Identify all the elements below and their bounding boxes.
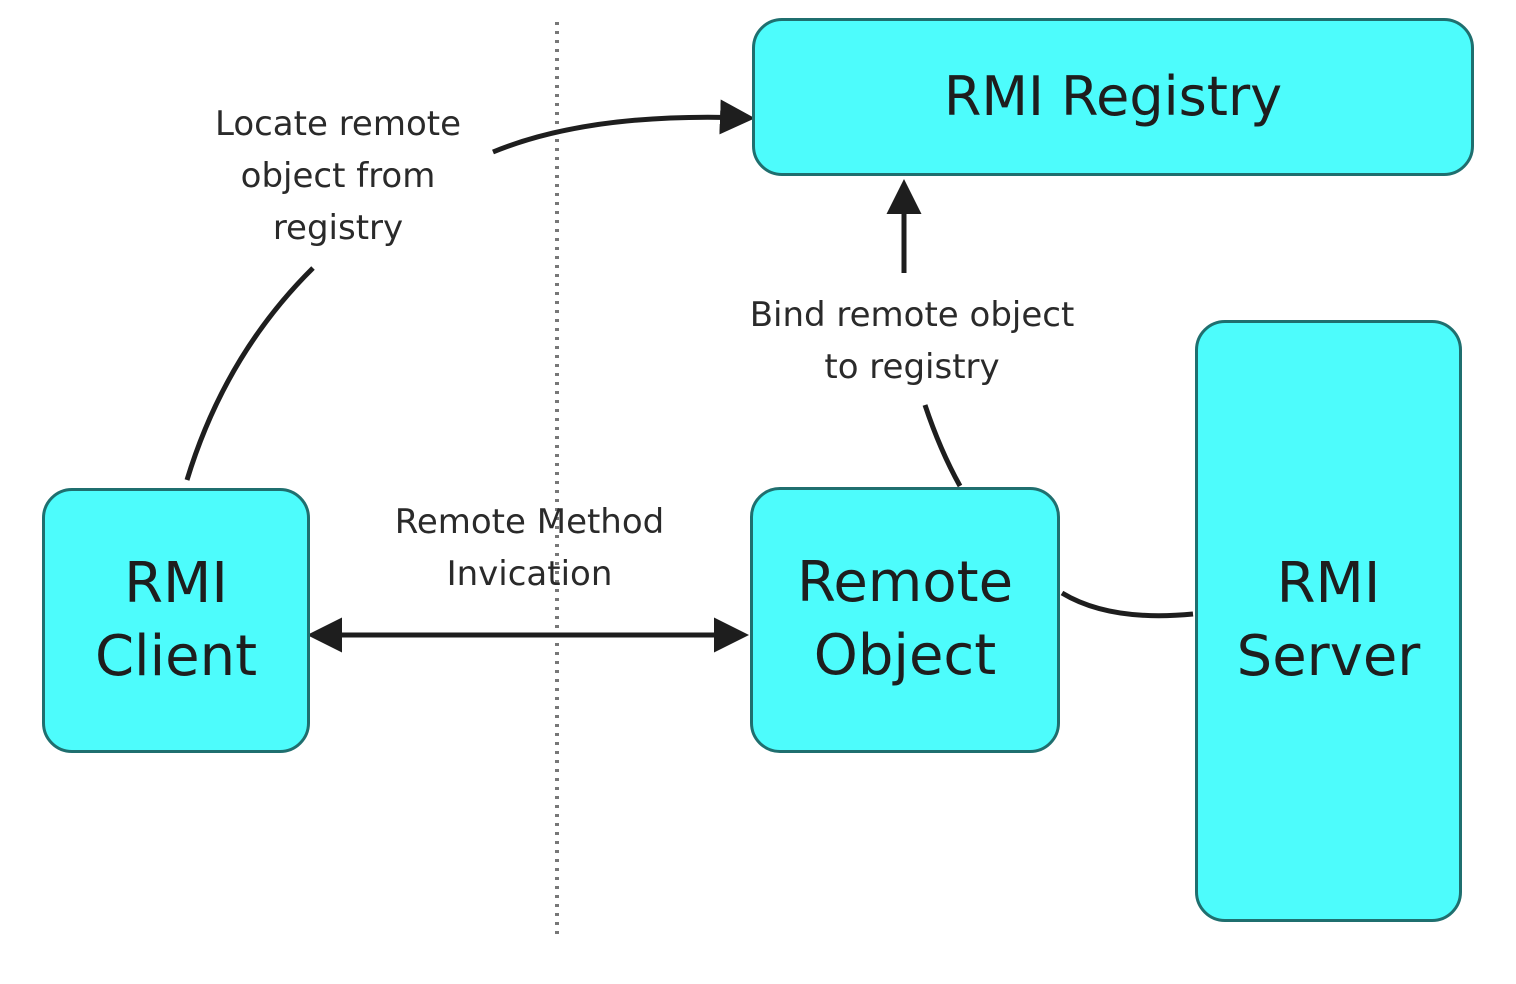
locate-remote-object-label: Locate remote object from registry bbox=[214, 104, 462, 248]
remote-object-box: Remote Object bbox=[750, 487, 1060, 753]
locate-to-registry-arrow bbox=[492, 99, 755, 155]
bind-remote-object-label: Bind remote object to registry bbox=[749, 295, 1075, 387]
remote-object-to-bind-label-line bbox=[922, 404, 963, 488]
remote-method-invocation-label: Remote Method Invication bbox=[394, 502, 665, 594]
client-to-locate-label-line bbox=[184, 266, 315, 481]
rmi-client-box: RMI Client bbox=[42, 488, 310, 753]
rmi-server-box: RMI Server bbox=[1195, 320, 1462, 922]
rmi-registry-box: RMI Registry bbox=[752, 18, 1474, 176]
remote-object-to-server-line bbox=[1060, 590, 1194, 619]
